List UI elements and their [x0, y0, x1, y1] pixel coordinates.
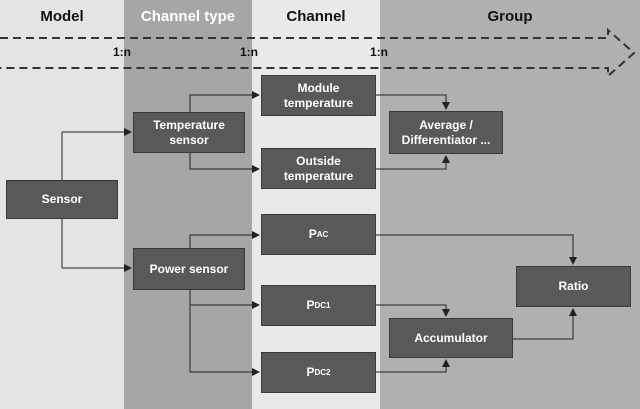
- column-title-group: Group: [487, 8, 533, 25]
- edge-powersensor-pac: [189, 231, 260, 248]
- edge-pdc1-accumulator: [376, 304, 450, 317]
- edge-tempsensor-outside-temp: [189, 153, 260, 173]
- cardinality-arrow: [0, 27, 636, 79]
- ratio-label-3: 1:n: [370, 45, 388, 59]
- column-title-channel-type: Channel type: [140, 8, 236, 25]
- node-average-differentiator[interactable]: Average / Differentiator ...: [389, 111, 503, 154]
- ratio-label-2: 1:n: [240, 45, 258, 59]
- edge-tempsensor-module-temp: [189, 91, 260, 112]
- node-accumulator[interactable]: Accumulator: [389, 318, 513, 358]
- edge-powersensor-pdc1: [189, 290, 260, 309]
- node-ratio[interactable]: Ratio: [516, 266, 631, 307]
- node-p-dc1-label: P: [306, 298, 315, 312]
- node-module-temperature[interactable]: Module temperature: [261, 75, 376, 116]
- node-outside-temperature[interactable]: Outside temperature: [261, 148, 376, 189]
- edge-module-temp-average: [376, 94, 450, 110]
- node-p-dc2-label: P: [306, 365, 315, 379]
- edge-outside-temp-average: [376, 155, 450, 170]
- node-power-sensor[interactable]: Power sensor: [133, 248, 245, 290]
- node-sensor[interactable]: Sensor: [6, 180, 118, 219]
- node-p-ac-subscript: AC: [316, 230, 329, 239]
- edge-pac-ratio: [376, 234, 577, 265]
- edge-accumulator-ratio: [513, 308, 577, 340]
- edge-sensor-power-sensor: [61, 219, 132, 272]
- column-title-model: Model: [40, 8, 84, 25]
- edge-sensor-temperature-sensor: [61, 128, 132, 180]
- edge-powersensor-pdc2: [189, 290, 260, 376]
- node-p-ac-label: P: [308, 227, 317, 241]
- column-title-channel: Channel: [286, 8, 346, 25]
- node-p-dc2-subscript: DC2: [314, 368, 331, 377]
- node-p-dc1-subscript: DC1: [314, 301, 331, 310]
- edge-pdc2-accumulator: [376, 359, 450, 373]
- node-temperature-sensor[interactable]: Temperature sensor: [133, 112, 245, 153]
- ratio-label-1: 1:n: [113, 45, 131, 59]
